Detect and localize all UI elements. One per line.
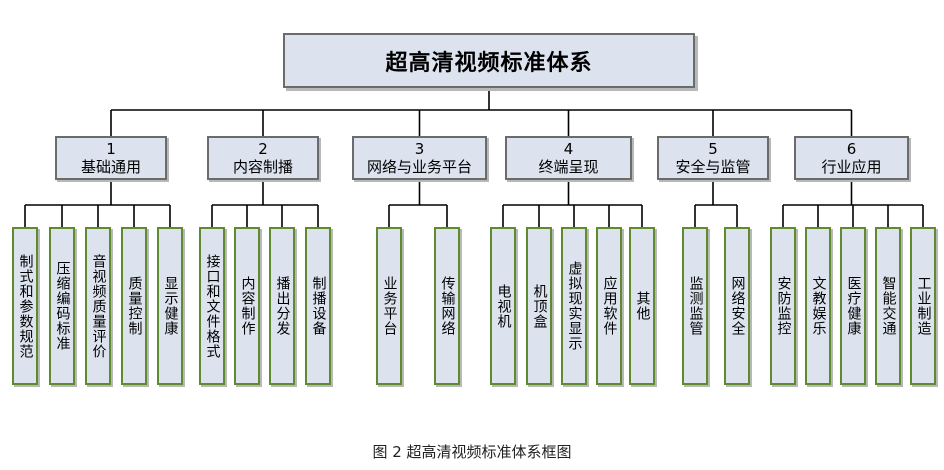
leaf-label: 工业制造 — [915, 276, 932, 336]
leaf-node: 制播设备 — [305, 227, 331, 385]
leaf-node: 监测监管 — [682, 227, 708, 385]
leaf-node: 网络安全 — [724, 227, 750, 385]
category-number: 4 — [563, 140, 574, 158]
leaf-node: 其他 — [629, 227, 655, 385]
category-number: 1 — [106, 140, 116, 158]
leaf-node: 内容制作 — [234, 227, 260, 385]
leaf-node: 质量控制 — [121, 227, 147, 385]
leaf-label: 应用软件 — [601, 276, 618, 336]
leaf-label: 医疗健康 — [845, 276, 862, 336]
leaf-label: 监测监管 — [687, 276, 704, 336]
leaf-node: 显示健康 — [157, 227, 183, 385]
leaf-node: 业务平台 — [376, 227, 402, 385]
leaf-node: 智能交通 — [875, 227, 901, 385]
leaf-label: 播出分发 — [274, 276, 291, 336]
leaf-node: 安防监控 — [770, 227, 796, 385]
leaf-label: 文教娱乐 — [810, 276, 827, 336]
root-label: 超高清视频标准体系 — [385, 50, 593, 76]
category-label: 行业应用 — [821, 158, 882, 176]
leaf-label: 压缩编码标准 — [54, 261, 71, 351]
leaf-node: 工业制造 — [910, 227, 936, 385]
leaf-node: 播出分发 — [269, 227, 295, 385]
leaf-label: 制式和参数规范 — [17, 253, 34, 359]
category-label: 基础通用 — [80, 158, 141, 176]
leaf-node: 电视机 — [490, 227, 516, 385]
leaf-label: 电视机 — [495, 283, 512, 329]
leaf-label: 传输网络 — [439, 276, 456, 336]
category-number: 2 — [258, 140, 268, 158]
leaf-label: 音视频质量评价 — [90, 253, 107, 359]
leaf-node: 医疗健康 — [840, 227, 866, 385]
category-number: 6 — [846, 140, 857, 158]
leaf-node: 文教娱乐 — [805, 227, 831, 385]
category-label: 安全与监管 — [675, 158, 751, 176]
leaf-node: 机顶盒 — [526, 227, 552, 385]
leaf-label: 制播设备 — [310, 276, 327, 336]
leaf-label: 机顶盒 — [531, 283, 548, 329]
category-number: 3 — [414, 140, 425, 158]
category-label: 网络与业务平台 — [366, 158, 472, 176]
leaf-label: 智能交通 — [880, 276, 897, 336]
leaf-label: 内容制作 — [239, 276, 256, 336]
leaf-node: 音视频质量评价 — [85, 227, 111, 385]
figure-caption: 图 2 超高清视频标准体系框图 — [372, 443, 572, 461]
category-number: 5 — [708, 140, 718, 158]
leaf-node: 传输网络 — [434, 227, 460, 385]
leaf-node: 应用软件 — [596, 227, 622, 385]
leaf-label: 接口和文件格式 — [204, 253, 221, 359]
leaf-label: 显示健康 — [162, 276, 179, 336]
leaf-label: 业务平台 — [381, 276, 398, 336]
leaf-node: 制式和参数规范 — [12, 227, 38, 385]
leaf-node: 接口和文件格式 — [199, 227, 225, 385]
leaf-label: 安防监控 — [775, 276, 792, 336]
leaf-node: 压缩编码标准 — [49, 227, 75, 385]
leaf-label: 网络安全 — [729, 276, 746, 336]
root-node: 超高清视频标准体系 — [283, 33, 695, 88]
category-label: 内容制播 — [232, 158, 293, 176]
leaf-label: 质量控制 — [126, 276, 143, 336]
leaf-label: 其他 — [634, 291, 651, 321]
category-label: 终端呈现 — [538, 158, 599, 176]
leaf-node: 虚拟现实显示 — [561, 227, 587, 385]
leaf-label: 虚拟现实显示 — [566, 261, 583, 351]
